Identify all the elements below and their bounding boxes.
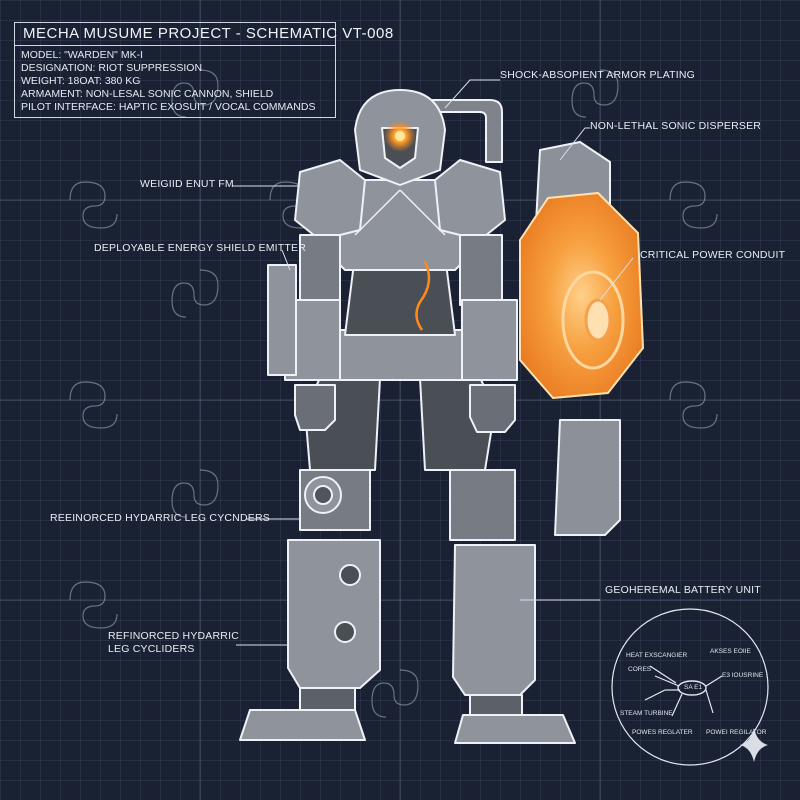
energy-shield xyxy=(519,141,644,536)
detail-heat-exchanger: HEAT EXSCANGIER xyxy=(626,652,688,659)
battery-detail-inset xyxy=(611,608,769,766)
right-hand xyxy=(469,384,516,433)
callout-sonic-disperser: NON-LETHAL SONIC DISPERSER xyxy=(590,120,762,132)
left-upper-arm xyxy=(299,234,341,306)
spec-title: MECHA MUSUME PROJECT - SCHEMATIC VT-008 xyxy=(23,25,394,42)
detail-power-regulator-left: POWES REGLATER xyxy=(632,729,693,736)
power-conduit-line xyxy=(415,261,431,331)
left-shield-emitter xyxy=(267,264,297,376)
callout-leg-cylinders-2a: REFINORCED HYDARRIC xyxy=(108,630,239,642)
spec-pilot-interface: PILOT INTERFACE: HAPTIC EXOSUIT / VOCAL … xyxy=(21,101,316,113)
detail-right: E3 IOUSRINE xyxy=(722,672,764,679)
callout-power-conduit: CRITICAL POWER CONDUIT xyxy=(640,249,786,261)
detail-core-label: SA E1 xyxy=(684,684,703,691)
detail-power-regulator-right: POWEI REGILATOR xyxy=(706,729,767,736)
spec-designation: DESIGNATION: RIOT SUPPRESSION xyxy=(21,62,203,74)
callout-battery-unit: GEOHEREMAL BATTERY UNIT xyxy=(605,584,761,596)
right-shoulder xyxy=(434,159,506,241)
callout-leg-cylinders-2b: LEG CYCLIDERS xyxy=(108,643,195,655)
callout-weight: WEIGIID ENUT FM xyxy=(140,178,234,190)
left-shoulder xyxy=(294,159,366,241)
right-leg xyxy=(449,469,576,744)
sparkle-icon xyxy=(740,728,768,762)
callout-shield-emitter: DEPLOYABLE ENERGY SHIELD EMITTER xyxy=(94,242,306,254)
callout-armor-plating: SHOCK-ABSOPIENT ARMOR PLATING xyxy=(500,69,696,81)
callout-leg-cylinders-1: REEINORCED HYDARRIC LEG CYCNDERS xyxy=(50,512,270,524)
mecha-figure xyxy=(239,89,644,744)
left-leg xyxy=(239,469,381,741)
detail-cores: CORES xyxy=(628,666,652,673)
spec-divider xyxy=(15,45,335,46)
detail-top-right: AKSES EOIIE xyxy=(710,648,751,655)
right-forearm xyxy=(461,299,518,381)
callout-lines xyxy=(232,79,634,646)
spec-weight: WEIGHT: 18OAT: 380 KG xyxy=(21,75,141,87)
detail-steam-turbine: STEAM TURBINE xyxy=(620,710,673,717)
right-upper-arm xyxy=(459,234,503,306)
spec-armament: ARMAMENT: NON-LESAL SONIC CANNON, SHIELD xyxy=(21,88,274,100)
spec-model: MODEL: "WARDEN" MK-I xyxy=(21,49,143,61)
left-hand xyxy=(294,384,336,431)
spec-block: MECHA MUSUME PROJECT - SCHEMATIC VT-008 … xyxy=(14,22,393,118)
